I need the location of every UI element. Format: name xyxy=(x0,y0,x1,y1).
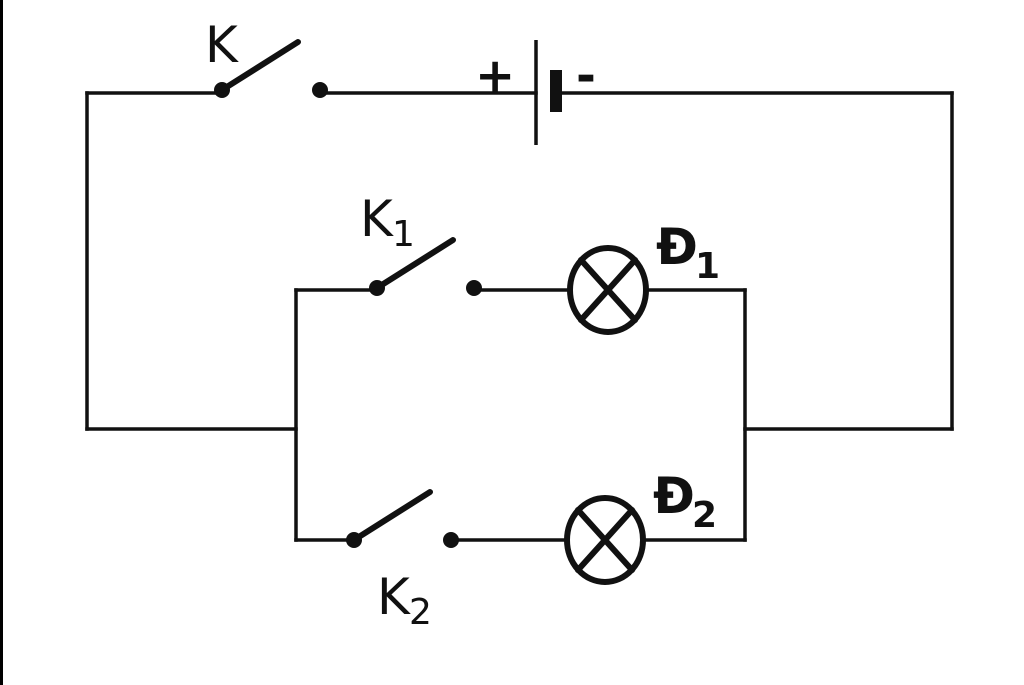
main-switch-label: K xyxy=(205,16,239,74)
switch-k2: K 2 xyxy=(346,489,459,633)
main-switch: K xyxy=(205,16,328,98)
switch-k1-label: K xyxy=(360,190,394,248)
switch-k2-subscript: 2 xyxy=(409,592,432,633)
battery-minus-label: - xyxy=(576,48,596,104)
main-switch-blade xyxy=(219,39,301,93)
switch-k1-contact-terminal xyxy=(466,280,482,296)
battery-plus-label: + xyxy=(475,48,515,104)
switch-k1-blade xyxy=(374,237,456,291)
switch-k2-contact-terminal xyxy=(443,532,459,548)
lamp-d2: Đ 2 xyxy=(564,467,717,585)
switch-k1: K 1 xyxy=(360,190,482,296)
left-border xyxy=(0,0,3,685)
switch-k1-subscript: 1 xyxy=(392,214,415,255)
lamp-d2-label: Đ xyxy=(653,467,695,525)
outer-wires xyxy=(85,91,954,431)
lamp-d1-subscript: 1 xyxy=(695,246,720,287)
switch-k2-label: K xyxy=(377,568,411,626)
main-switch-contact-terminal xyxy=(312,82,328,98)
lamp-d2-cross-b xyxy=(575,507,635,573)
lamp-d1: Đ 1 xyxy=(567,218,720,335)
lamp-d1-label: Đ xyxy=(656,218,698,276)
lamp-d2-subscript: 2 xyxy=(692,495,717,536)
lamp-d1-cross-b xyxy=(578,257,638,323)
parallel-branch-wires xyxy=(294,288,747,542)
switch-k2-blade xyxy=(351,489,433,543)
battery: + - xyxy=(475,40,596,145)
